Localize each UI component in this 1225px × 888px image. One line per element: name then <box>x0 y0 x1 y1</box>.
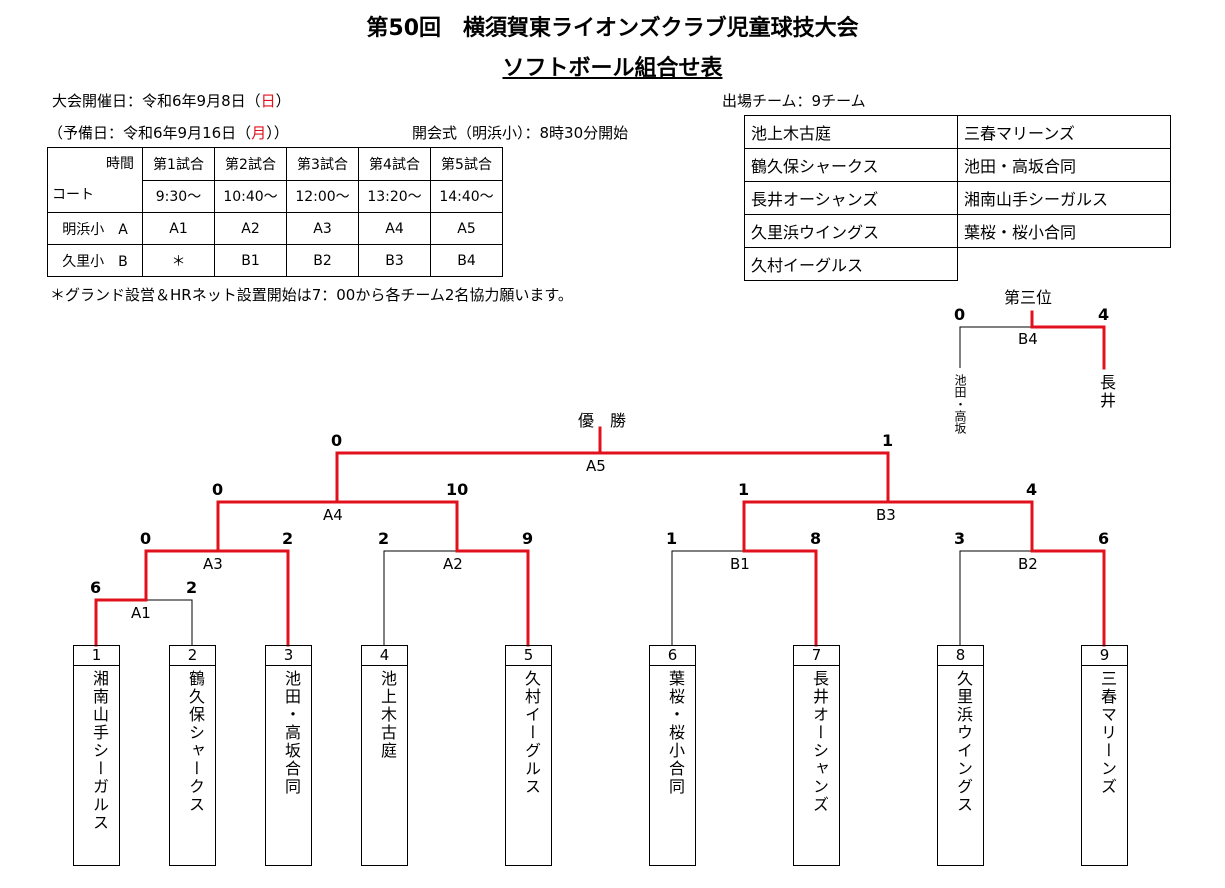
match-cell: B2 <box>286 244 359 277</box>
team-number: 7 <box>794 646 839 666</box>
team-box-8: 8 久里浜ウイングス <box>937 645 984 866</box>
score-a2-right: 9 <box>522 529 534 548</box>
score-b4-left: 0 <box>954 305 966 324</box>
third-place-label: 第三位 <box>1004 288 1053 307</box>
team-list-item: 池田・高坂合同 <box>957 148 1171 182</box>
team-number: 8 <box>938 646 983 666</box>
team-name: 池上木古庭 <box>378 670 397 760</box>
game-time: 10:40〜 <box>214 179 287 213</box>
score-a4-left: 0 <box>212 480 224 499</box>
match-label-a1: A1 <box>131 604 151 622</box>
team-number: 2 <box>170 646 215 666</box>
game-header: 第3試合 <box>286 147 359 181</box>
team-list-item: 三春マリーンズ <box>957 115 1171 149</box>
score-b3-left: 1 <box>738 480 750 499</box>
score-a2-left: 2 <box>378 529 390 548</box>
match-cell: ＊ <box>142 244 215 277</box>
score-b4-right: 4 <box>1098 305 1110 324</box>
score-a5-left: 0 <box>331 431 343 450</box>
team-number: 6 <box>650 646 695 666</box>
team-box-4: 4 池上木古庭 <box>361 645 408 866</box>
team-name: 池田・高坂合同 <box>282 670 301 796</box>
team-box-5: 5 久村イーグルス <box>505 645 552 866</box>
match-cell: A2 <box>214 212 287 245</box>
team-name: 久里浜ウイングス <box>954 670 973 814</box>
event-date: 大会開催日：令和6年9月8日（日） <box>52 92 291 110</box>
team-number: 9 <box>1082 646 1127 666</box>
court-label: 明浜小 A <box>47 212 143 245</box>
team-list-item: 葉桜・桜小合同 <box>957 214 1171 248</box>
third-place-left-team: 池田・高坂 <box>953 374 967 434</box>
team-name: 湘南山手シーガルス <box>90 670 109 832</box>
match-label-a4: A4 <box>323 506 343 524</box>
game-header: 第1試合 <box>142 147 215 181</box>
game-time: 12:00〜 <box>286 179 359 213</box>
game-time: 13:20〜 <box>358 179 431 213</box>
teams-count: 出場チーム：9チーム <box>722 92 866 110</box>
opening-ceremony: 開会式（明浜小）：8時30分開始 <box>412 124 629 142</box>
match-cell: B4 <box>430 244 503 277</box>
match-label-b1: B1 <box>730 555 750 573</box>
page-subtitle: ソフトボール組合せ表 <box>502 56 723 81</box>
game-header: 第2試合 <box>214 147 287 181</box>
team-list-item: 久村イーグルス <box>744 247 958 281</box>
team-box-2: 2 鶴久保シャークス <box>169 645 216 866</box>
score-a5-right: 1 <box>882 431 894 450</box>
score-b1-left: 1 <box>666 529 678 548</box>
court-label: 久里小 B <box>47 244 143 277</box>
match-cell: B3 <box>358 244 431 277</box>
match-cell: B1 <box>214 244 287 277</box>
score-a4-right: 10 <box>446 480 469 499</box>
team-name: 葉桜・桜小合同 <box>666 670 685 796</box>
team-name: 長井オーシャンズ <box>810 670 829 814</box>
third-place-right-team: 長井 <box>1097 374 1116 410</box>
setup-note: ＊グランド設営＆HRネット設置開始は7：00から各チーム2名協力願います。 <box>50 286 573 304</box>
team-box-6: 6 葉桜・桜小合同 <box>649 645 696 866</box>
game-header: 第5試合 <box>430 147 503 181</box>
team-box-9: 9 三春マリーンズ <box>1081 645 1128 866</box>
team-number: 5 <box>506 646 551 666</box>
match-label-b4: B4 <box>1018 330 1038 348</box>
score-b2-left: 3 <box>954 529 966 548</box>
match-label-a5: A5 <box>586 457 606 475</box>
team-box-3: 3 池田・高坂合同 <box>265 645 312 866</box>
match-label-b3: B3 <box>876 506 896 524</box>
team-number: 4 <box>362 646 407 666</box>
team-number: 1 <box>74 646 119 666</box>
team-box-1: 1 湘南山手シーガルス <box>73 645 120 866</box>
score-a1-right: 2 <box>186 578 198 597</box>
championship-label: 優 勝 <box>578 411 627 430</box>
team-name: 三春マリーンズ <box>1098 670 1117 796</box>
team-list-item: 鶴久保シャークス <box>744 148 958 182</box>
team-name: 鶴久保シャークス <box>186 670 205 814</box>
score-a3-left: 0 <box>140 529 152 548</box>
score-b2-right: 6 <box>1098 529 1110 548</box>
match-label-a3: A3 <box>203 555 223 573</box>
team-list-table: 池上木古庭三春マリーンズ 鶴久保シャークス池田・高坂合同 長井オーシャンズ湘南山… <box>744 115 1171 281</box>
match-label-b2: B2 <box>1018 555 1038 573</box>
team-box-7: 7 長井オーシャンズ <box>793 645 840 866</box>
score-a3-right: 2 <box>282 529 294 548</box>
team-name: 久村イーグルス <box>522 670 541 796</box>
match-cell: A3 <box>286 212 359 245</box>
page-title: 第50回 横須賀東ライオンズクラブ児童球技大会 <box>366 16 859 41</box>
schedule-table: 時間 コート 第1試合 第2試合 第3試合 第4試合 第5試合 9:30〜 10… <box>47 147 503 277</box>
score-b1-right: 8 <box>810 529 822 548</box>
score-b3-right: 4 <box>1026 480 1038 499</box>
match-label-a2: A2 <box>443 555 463 573</box>
score-a1-left: 6 <box>90 578 102 597</box>
reserve-date: （予備日：令和6年9月16日（月）） <box>48 124 289 142</box>
team-number: 3 <box>266 646 311 666</box>
